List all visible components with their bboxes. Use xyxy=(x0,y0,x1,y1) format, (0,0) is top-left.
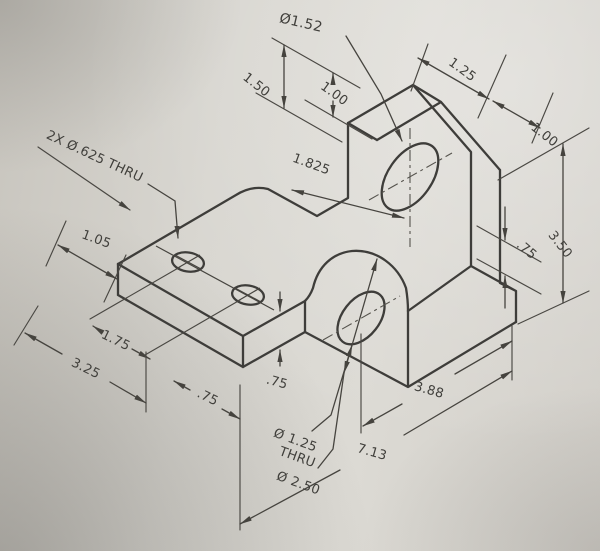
ext-hole2 xyxy=(144,299,241,356)
ext-hole1 xyxy=(89,266,181,320)
dimension-labels: Ø1.52 1.50 1.00 1.25 1.00 1.825 2X Ø.625… xyxy=(44,10,575,498)
base-hole-1-centermark xyxy=(174,254,202,270)
ext-75r-bottom xyxy=(476,258,542,295)
dim-175-line-b xyxy=(131,348,151,360)
ext-100r-right xyxy=(531,92,554,144)
ext-75r-top xyxy=(476,225,542,263)
ext-150-bottom xyxy=(255,92,343,143)
ext-350-bottom xyxy=(517,290,590,325)
leader-dia125 xyxy=(311,344,353,432)
label-7-13: 7.13 xyxy=(355,441,388,464)
leader-dia250 xyxy=(317,372,345,469)
lug-boss-arc xyxy=(303,249,410,313)
lug-tab-outline xyxy=(303,309,518,389)
ext-105-left xyxy=(45,220,67,267)
ext-350-top xyxy=(497,127,590,181)
dim-75bl-line-a xyxy=(173,380,191,391)
ext-125-right xyxy=(477,54,507,119)
label-1-825: 1.825 xyxy=(290,151,332,178)
ext-hole-level xyxy=(304,99,373,140)
label-1-00-top: 1.00 xyxy=(317,79,350,109)
label-dia-lug-boss: Ø 2.50 xyxy=(274,469,322,499)
dim-175-line-a xyxy=(92,325,105,335)
label-3-50: 3.50 xyxy=(545,228,575,261)
dim-100r-line xyxy=(492,100,541,129)
dim-388-line-a xyxy=(362,403,403,427)
leader-base-holes xyxy=(147,183,180,239)
label-75-left: .75 xyxy=(195,386,221,409)
base-hole-2 xyxy=(230,284,266,306)
dim-75bl-line-b xyxy=(221,408,241,420)
dim-325-line-a xyxy=(24,332,63,355)
dim-713-line-a xyxy=(239,469,341,525)
ext-top-ref xyxy=(271,37,361,89)
dim-713-line-b xyxy=(403,370,513,436)
label-3-88: 3.88 xyxy=(412,379,445,402)
label-75-mid: .75 xyxy=(265,373,290,393)
leader-dia152 xyxy=(345,35,403,142)
base-hole-2-centermark xyxy=(234,287,262,303)
dim-105-line xyxy=(57,244,118,280)
dim-125-line xyxy=(417,57,490,100)
label-base-holes-note: 2X Ø.625 THRU xyxy=(44,128,145,186)
label-1-75: 1.75 xyxy=(99,328,133,355)
label-1-50: 1.50 xyxy=(240,70,273,100)
dimension-lines xyxy=(13,35,590,531)
lug-hole-centerline-u xyxy=(322,295,401,341)
dim-325-line-b xyxy=(109,381,147,404)
label-1-05: 1.05 xyxy=(79,228,112,252)
base-holes-centerline xyxy=(155,245,275,311)
dim-388-line-b xyxy=(454,340,513,375)
ext-centerline-arrow xyxy=(37,146,131,211)
base-hole-1 xyxy=(170,251,206,273)
label-dia-top-hole: Ø1.52 xyxy=(278,10,324,35)
ext-125-left xyxy=(410,43,429,92)
upright-outline xyxy=(346,83,518,324)
label-1-00-right: 1.00 xyxy=(528,120,561,150)
ext-325-left xyxy=(13,305,39,346)
label-3-25: 3.25 xyxy=(69,356,103,383)
base-front-faces xyxy=(116,262,307,369)
base-top-face xyxy=(116,121,350,266)
dim-1825-line xyxy=(291,189,405,219)
label-1-25: 1.25 xyxy=(445,55,478,85)
